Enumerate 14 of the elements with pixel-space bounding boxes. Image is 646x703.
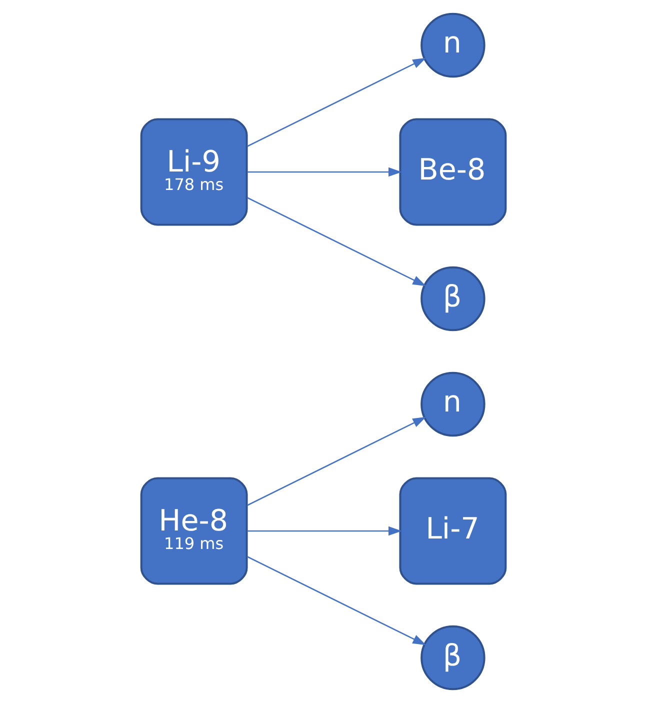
- node-circle: n: [420, 12, 485, 78]
- arrow: [246, 58, 426, 147]
- node-circle: β: [420, 266, 485, 332]
- arrow: [246, 526, 402, 536]
- arrow: [246, 556, 426, 646]
- node-box: Li-9 178 ms: [140, 118, 248, 226]
- node-circle: n: [420, 372, 485, 437]
- arrow: [246, 197, 426, 286]
- arrow: [246, 167, 402, 177]
- node-circle: β: [420, 625, 485, 690]
- node-box: He-8 119 ms: [140, 477, 248, 585]
- node-box: Li-7: [398, 477, 506, 585]
- node-box: Be-8: [398, 118, 506, 226]
- arrow: [246, 416, 426, 506]
